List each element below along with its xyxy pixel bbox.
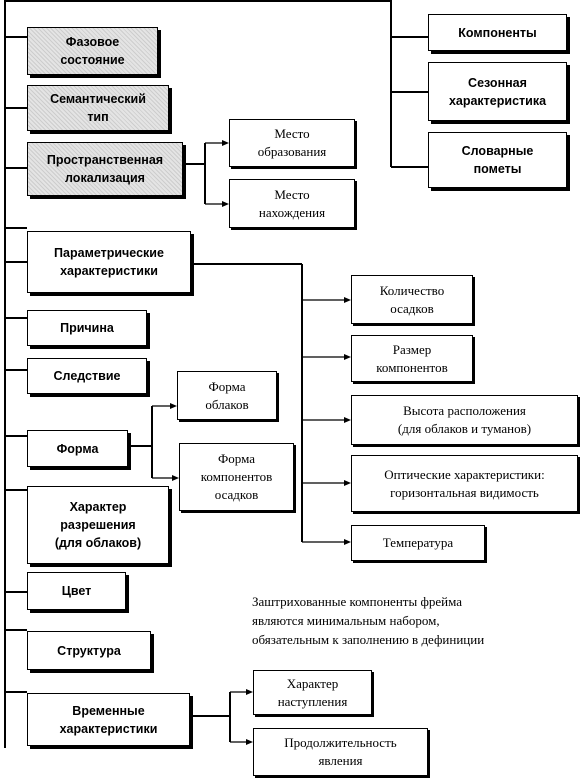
box-forma-komponentov-osadkov: Форма компонентов осадков — [179, 443, 294, 511]
legend-note: Заштрихованные компоненты фрейма являютс… — [252, 594, 485, 647]
box-sezonnaya-kharakteristika: Сезонная характеристика — [428, 62, 567, 121]
box-mesto-nakhozhdeniya: Место нахождения — [229, 179, 355, 228]
box-opticheskie-kharakteristiki: Оптические характеристики: горизонтальна… — [351, 455, 578, 512]
box-kolichestvo-osadkov: Количество осадков — [351, 275, 473, 324]
box-forma: Форма — [27, 430, 128, 467]
box-vysota-raspolozheniya: Высота расположения (для облаков и туман… — [351, 395, 578, 445]
box-fazovoe-sostoyanie: Фазовое состояние — [27, 27, 158, 75]
box-razmer-komponentov: Размер компонентов — [351, 335, 473, 382]
box-kharakter-razresheniya: Характер разрешения (для облаков) — [27, 486, 169, 564]
box-prodolzhitelnost-yavleniya: Продолжительность явления — [253, 728, 428, 776]
box-vremennye-kharakteristiki: Временные характеристики — [27, 693, 190, 746]
box-slovarnye-pomety: Словарные пометы — [428, 132, 567, 188]
box-temperatura: Температура — [351, 525, 485, 561]
box-struktura: Структура — [27, 631, 151, 670]
box-kharakter-nastupleniya: Характер наступления — [253, 670, 372, 715]
box-tsvet: Цвет — [27, 572, 126, 610]
box-komponenty: Компоненты — [428, 14, 567, 51]
box-semanticheskiy-tip: Семантический тип — [27, 85, 169, 131]
box-mesto-obrazovaniya: Место образования — [229, 119, 355, 167]
box-forma-oblakov: Форма облаков — [177, 371, 277, 420]
box-sledstvie: Следствие — [27, 358, 147, 394]
box-prostranstvennaya-lokalizatsiya: Пространственная локализация — [27, 142, 183, 196]
box-parametricheskie-kharakteristiki: Параметрические характеристики — [27, 231, 191, 293]
box-prichina: Причина — [27, 310, 147, 346]
